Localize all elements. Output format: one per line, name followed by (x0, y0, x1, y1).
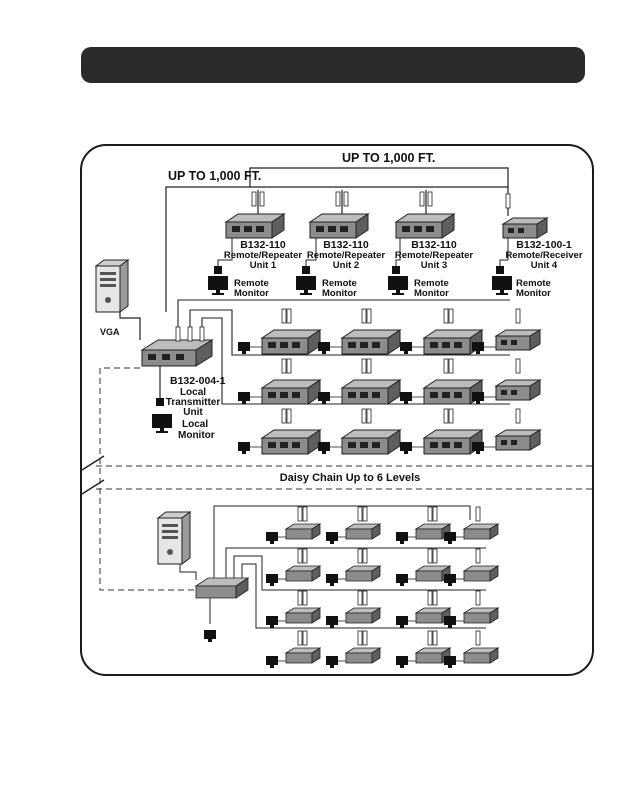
transmitter-model: B132-004-1 (170, 375, 226, 387)
unit-2-unit: Unit 2 (333, 260, 359, 271)
footer-text (0, 804, 632, 812)
grid-top-unit (341, 429, 401, 455)
unit-3-unit: Unit 3 (421, 260, 447, 271)
unit-1-monitor-label: Monitor (234, 288, 269, 299)
monitor-icon (444, 574, 456, 586)
unit-2-model: B132-110 (323, 239, 369, 251)
monitor-icon (318, 342, 330, 354)
monitor-icon (326, 616, 338, 628)
vga-label: VGA (100, 327, 120, 337)
grid-bottom-unit (285, 607, 321, 624)
unit-3-model: B132-110 (411, 239, 457, 251)
unit-4-monitor-label: Monitor (516, 288, 551, 299)
monitor-icon (396, 574, 408, 586)
unit-4-model: B132-100-1 (516, 239, 572, 251)
monitor-icon (266, 574, 278, 586)
monitor-icon (400, 442, 412, 454)
distance-label-left: UP TO 1,000 FT. (168, 169, 261, 183)
monitor-icon (266, 616, 278, 628)
monitor-icon (326, 532, 338, 544)
grid-bottom-unit (285, 523, 321, 540)
monitor-icon (396, 656, 408, 668)
grid-bottom-unit (285, 647, 321, 664)
header-banner (81, 47, 585, 83)
local-monitor-line2: Monitor (178, 430, 215, 441)
unit-2-monitor-label: Remote (322, 278, 357, 289)
monitor-icon (400, 392, 412, 404)
unit-3-monitor-label: Monitor (414, 288, 449, 299)
transmitter-line3: Unit (183, 407, 203, 418)
monitor-icon (396, 616, 408, 628)
monitor-icon (326, 656, 338, 668)
transmitter-line1: Local (180, 387, 206, 398)
monitor-icon (472, 442, 484, 454)
grid-bottom-unit (345, 565, 381, 582)
grid-top-unit (261, 429, 321, 455)
grid-top-unit (495, 329, 541, 351)
grid-top-unit (495, 379, 541, 401)
grid-bottom-unit (345, 523, 381, 540)
grid-bottom-unit (463, 523, 499, 540)
monitor-icon (444, 532, 456, 544)
monitor-icon (472, 342, 484, 354)
grid-top-unit (261, 379, 321, 405)
monitor-icon (396, 532, 408, 544)
monitor-icon (472, 392, 484, 404)
unit-3-role: Remote/Repeater (395, 250, 473, 261)
distance-label-top: UP TO 1,000 FT. (342, 151, 435, 165)
grid-bottom-unit (463, 647, 499, 664)
monitor-icon (238, 442, 250, 454)
unit-4-unit: Unit 4 (531, 260, 558, 271)
grid-top-unit (341, 329, 401, 355)
monitor-icon (318, 392, 330, 404)
unit-3-monitor-label: Remote (414, 278, 449, 289)
monitor-icon (318, 442, 330, 454)
diagram-frame (80, 144, 594, 676)
monitor-icon (238, 392, 250, 404)
monitor-icon (400, 342, 412, 354)
grid-bottom-unit (463, 607, 499, 624)
monitor-icon (238, 342, 250, 354)
unit-4-role: Remote/Receiver (505, 250, 582, 261)
grid-top-unit (495, 429, 541, 451)
grid-top-unit (341, 379, 401, 405)
monitor-icon (266, 532, 278, 544)
monitor-icon (266, 656, 278, 668)
monitor-icon (326, 574, 338, 586)
unit-2-role: Remote/Repeater (307, 250, 385, 261)
grid-bottom-unit (285, 565, 321, 582)
transmitter-line2: Transmitter (166, 397, 221, 408)
unit-1-unit: Unit 1 (250, 260, 277, 271)
unit-2-monitor-label: Monitor (322, 288, 357, 299)
grid-bottom-unit (463, 565, 499, 582)
grid-bottom-unit (345, 647, 381, 664)
unit-1-monitor-label: Remote (234, 278, 269, 289)
unit-1-role: Remote/Repeater (224, 250, 302, 261)
daisy-chain-label: Daisy Chain Up to 6 Levels (280, 472, 421, 484)
grid-top-unit (261, 329, 321, 355)
monitor-icon (444, 616, 456, 628)
monitor-icon (444, 656, 456, 668)
unit-1-model: B132-110 (240, 239, 286, 251)
local-monitor-line1: Local (182, 419, 208, 430)
grid-bottom-unit (345, 607, 381, 624)
unit-4-monitor-label: Remote (516, 278, 551, 289)
